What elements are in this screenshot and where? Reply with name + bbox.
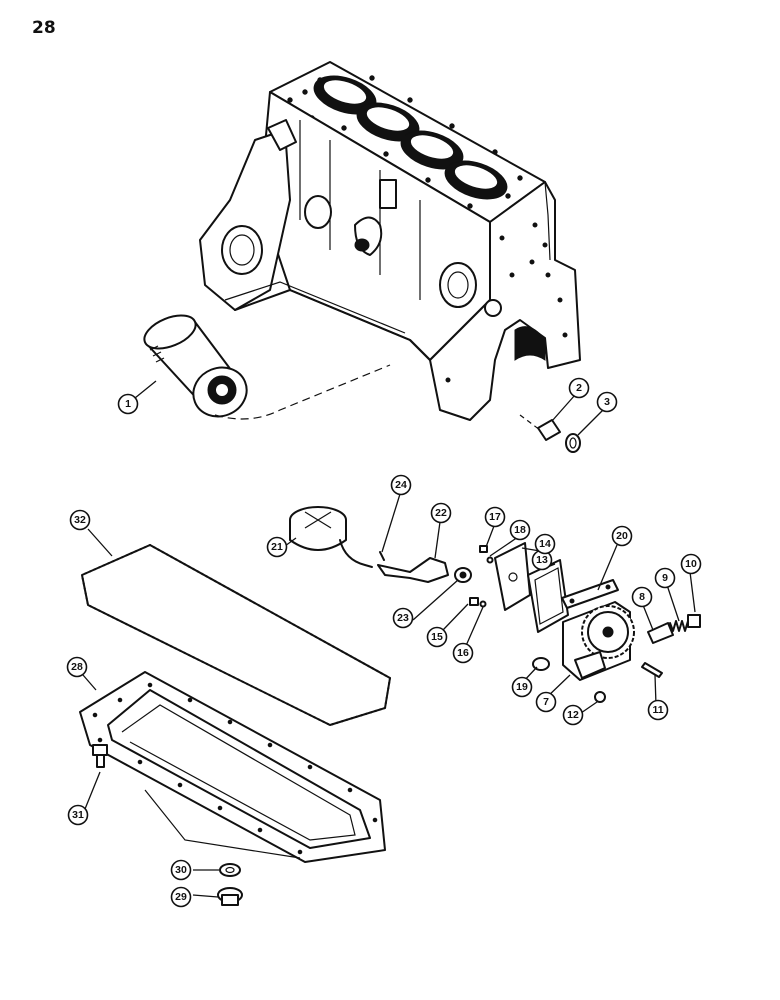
svg-text:10: 10 xyxy=(685,558,697,570)
callout-31: 31 xyxy=(67,804,89,826)
svg-text:3: 3 xyxy=(604,396,610,408)
callout-30: 30 xyxy=(170,859,192,881)
svg-text:32: 32 xyxy=(74,514,86,526)
callout-24: 24 xyxy=(390,474,412,496)
callout-22: 22 xyxy=(430,502,452,524)
callout-16: 16 xyxy=(452,642,474,664)
callout-15: 15 xyxy=(426,626,448,648)
svg-text:31: 31 xyxy=(72,809,84,821)
svg-text:19: 19 xyxy=(516,681,528,693)
callout-17: 17 xyxy=(484,506,506,528)
callout-3: 3 xyxy=(596,391,618,413)
svg-text:28: 28 xyxy=(71,661,83,673)
svg-text:1: 1 xyxy=(125,398,131,410)
svg-text:18: 18 xyxy=(514,524,526,536)
svg-text:11: 11 xyxy=(652,704,663,716)
callout-9: 9 xyxy=(654,567,676,589)
pan-bolt xyxy=(92,744,108,768)
svg-text:8: 8 xyxy=(639,591,645,603)
svg-text:9: 9 xyxy=(662,572,668,584)
oil-pan xyxy=(79,671,386,863)
callout-21: 21 xyxy=(266,536,288,558)
svg-text:30: 30 xyxy=(175,864,187,876)
svg-text:7: 7 xyxy=(543,696,549,708)
svg-text:20: 20 xyxy=(616,530,628,542)
svg-text:14: 14 xyxy=(539,538,551,550)
callout-2: 2 xyxy=(568,377,590,399)
callout-12: 12 xyxy=(562,704,584,726)
callout-11: 11 xyxy=(647,699,669,721)
callout-28: 28 xyxy=(66,656,88,678)
callout-32: 32 xyxy=(69,509,91,531)
callout-20: 20 xyxy=(611,525,633,547)
svg-text:22: 22 xyxy=(435,507,447,519)
drain-plug-and-washer xyxy=(217,863,243,906)
svg-text:24: 24 xyxy=(395,479,407,491)
callout-19: 19 xyxy=(511,676,533,698)
callout-23: 23 xyxy=(392,607,414,629)
oil-pan-gasket xyxy=(78,541,394,729)
callout-18: 18 xyxy=(509,519,531,541)
engine-block xyxy=(199,61,581,421)
svg-text:12: 12 xyxy=(567,709,579,721)
svg-text:17: 17 xyxy=(489,511,501,523)
callout-7: 7 xyxy=(535,691,557,713)
callout-10: 10 xyxy=(680,553,702,575)
page-number: 28 xyxy=(32,18,56,38)
svg-text:16: 16 xyxy=(457,647,469,659)
callout-1: 1 xyxy=(117,393,139,415)
callout-29: 29 xyxy=(170,886,192,908)
oil-filter xyxy=(143,314,248,418)
plug-and-washer xyxy=(519,414,581,453)
callout-14: 14 xyxy=(534,533,556,555)
svg-text:15: 15 xyxy=(431,631,443,643)
svg-text:23: 23 xyxy=(397,612,409,624)
oil-pump-assembly xyxy=(289,506,701,703)
svg-text:29: 29 xyxy=(175,891,187,903)
svg-text:13: 13 xyxy=(536,554,548,566)
callout-8: 8 xyxy=(631,586,653,608)
svg-text:21: 21 xyxy=(271,541,283,553)
svg-text:2: 2 xyxy=(576,382,582,394)
